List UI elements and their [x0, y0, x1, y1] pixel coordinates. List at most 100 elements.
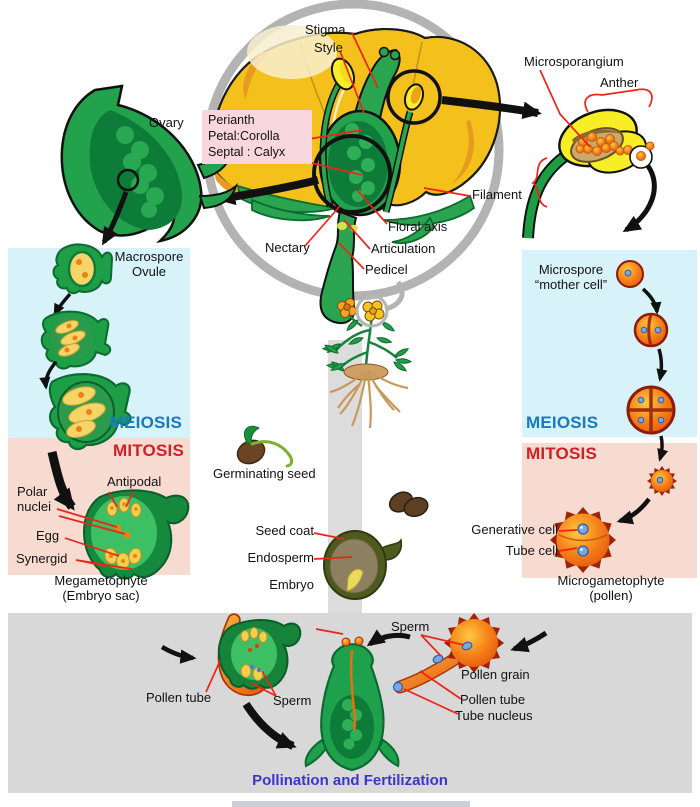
- label-microgametophyte-line1: Microgametophyte: [557, 573, 665, 588]
- ovule-zoom-circle: [116, 168, 140, 192]
- label-seed-coat: Seed coat: [255, 523, 314, 538]
- polar-nucleus: [123, 531, 131, 539]
- label-ovule: Ovule: [132, 263, 166, 279]
- perianth-label-box: Perianth Petal:Corolla Septal : Calyx: [202, 110, 312, 165]
- stigma-highlight-glow: [247, 25, 337, 79]
- bottom-edge-bar: [232, 801, 470, 807]
- sperm-nucleus: [249, 664, 255, 670]
- label-pollen: (pollen): [589, 587, 633, 603]
- label-ovary: Ovary: [149, 115, 184, 130]
- seed-section-figure: [323, 530, 403, 600]
- roots: [329, 369, 409, 429]
- sperm-nucleus: [461, 641, 473, 651]
- label-meiosis-left: MEIOSIS: [109, 413, 182, 432]
- label-mother-cell: “mother cell”: [534, 276, 608, 292]
- arrow-mitosis-to-embryo-sac: [47, 450, 76, 511]
- polar-nucleus: [114, 524, 122, 532]
- tube-cell-nucleus: [577, 545, 589, 557]
- label-microgametophyte: Microgametophyte (pollen): [545, 573, 677, 603]
- label-floral-axis: Floral axis: [388, 219, 448, 234]
- arrow-into-fertilization: [160, 645, 197, 664]
- label-polar: Polar: [17, 484, 48, 499]
- sepals: [236, 184, 476, 244]
- arrow-incoming-pollen: [510, 630, 548, 653]
- tube-nucleus-figure: [392, 681, 404, 693]
- microspore-stage-2: [633, 312, 669, 348]
- pedicel-stem: [319, 210, 358, 324]
- label-pollen-tube-left: Pollen tube: [146, 690, 212, 705]
- label-generative-cell: Generative cell: [471, 522, 558, 537]
- callout-lines: [56, 32, 653, 715]
- label-synergid: Synergid: [16, 551, 68, 566]
- stamens: [319, 57, 425, 213]
- flower-cross-section: [210, 25, 501, 324]
- label-petal-corolla: Petal:Corolla: [208, 128, 280, 143]
- arrow-ovule-1-2: [53, 292, 72, 317]
- label-germinating-seed: Germinating seed: [213, 466, 316, 481]
- label-macrospore-ovule: Macrospore Ovule: [106, 249, 192, 279]
- pollen-on-stigma: [341, 637, 351, 647]
- pollinated-pistil-figure: [304, 636, 400, 772]
- pollen-grains-in-sac: [575, 132, 633, 156]
- label-microspore: Microspore: [538, 262, 604, 277]
- pollen-grain-figure: [392, 613, 504, 694]
- label-microsporangium: Microsporangium: [524, 54, 624, 69]
- arrow-to-anther-inset: [441, 96, 542, 119]
- ovule-stage-3: [48, 373, 132, 451]
- label-anther: Anther: [600, 75, 639, 90]
- label-megagametophyte: Megametophyte (Embryo sac): [20, 573, 182, 603]
- label-perianth: Perianth: [208, 113, 255, 127]
- label-macrospore: Macrospore: [114, 249, 184, 264]
- label-filament: Filament: [472, 187, 522, 202]
- arrow-microspore-2-3: [656, 348, 668, 382]
- microspore-stage-1: [616, 260, 644, 288]
- ovule-stage-2: [40, 310, 112, 370]
- label-pollen-grain: Pollen grain: [461, 667, 530, 682]
- flower-zoom-circle: [355, 294, 389, 328]
- plant-flower-right: [362, 300, 385, 322]
- label-articulation: Articulation: [371, 241, 436, 256]
- label-tube-cell: Tube cell: [505, 543, 558, 558]
- label-embryo-sac: (Embryo sac): [62, 587, 140, 603]
- arrow-to-pollinated-pistil: [242, 701, 297, 750]
- arrow-microspore-1-2: [641, 287, 662, 315]
- ovary-inset-figure: [60, 84, 238, 246]
- label-pedicel: Pedicel: [365, 262, 408, 277]
- seeds-figure: [388, 491, 429, 518]
- label-microspore-mother-cell: Microspore “mother cell”: [524, 262, 618, 292]
- label-sperm-right: Sperm: [391, 619, 430, 634]
- anther-zoom-circle: [386, 69, 442, 125]
- generative-cell-nucleus: [577, 523, 589, 535]
- label-antipodal: Antipodal: [107, 474, 162, 489]
- plant-figure: [322, 294, 412, 429]
- ovule-stage-1: [52, 243, 114, 295]
- fertilized-embryo-sac-figure: [217, 613, 302, 697]
- pollen-on-stigma: [354, 636, 364, 646]
- label-sperm-left: Sperm: [273, 693, 312, 708]
- stigma-lobe: [378, 46, 390, 58]
- label-style: Style: [314, 40, 343, 55]
- label-embryo: Embryo: [269, 577, 314, 592]
- label-mitosis-right: MITOSIS: [526, 444, 597, 463]
- arrow-ovary-to-ovule: [101, 191, 129, 246]
- label-tube-nucleus: Tube nucleus: [455, 708, 533, 723]
- label-pollen-tube-right: Pollen tube: [460, 692, 526, 707]
- ovary-zoom-circle: [312, 134, 392, 214]
- label-megagametophyte-line1: Megametophyte: [54, 573, 148, 588]
- arrow-tetrad-to-pollen: [657, 435, 669, 462]
- arrow-to-mature-pollen: [616, 497, 651, 525]
- mature-pollen-figure: [550, 507, 616, 573]
- anther-inset-figure: [522, 108, 657, 239]
- arrow-anther-to-microspore: [622, 164, 657, 233]
- sperm-nucleus: [256, 667, 262, 673]
- microspore-tetrad: [626, 385, 676, 435]
- germinating-seed-figure: [236, 425, 294, 468]
- label-stigma: Stigma: [305, 22, 346, 37]
- label-nuclei: nuclei: [17, 498, 51, 514]
- embryo-region: [346, 568, 364, 592]
- label-polar-nuclei: Polar nuclei: [17, 484, 51, 514]
- nectary-gland: [337, 222, 347, 230]
- ovary-inset-ovules: [116, 126, 164, 218]
